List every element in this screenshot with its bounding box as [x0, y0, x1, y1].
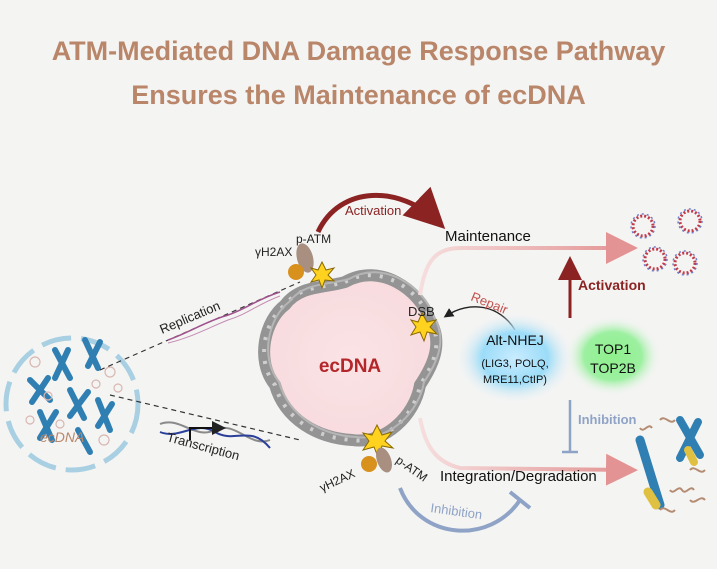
inhibition-arc-bottom: [398, 487, 522, 533]
title-line-2: Ensures the Maintenance of ecDNA: [131, 80, 586, 110]
dsb-burst-icon: [409, 311, 439, 343]
integration-arrow: [418, 417, 638, 486]
integration-label: Integration/Degradation: [440, 468, 597, 485]
damage-burst-icon: [309, 260, 336, 290]
maintenance-arrow: [418, 232, 638, 296]
alt-nhej-label: Alt-NHEJ: [486, 332, 544, 348]
maintenance-label: Maintenance: [445, 228, 531, 245]
p-atm-top-label: p-ATM: [296, 232, 331, 246]
cell-nucleus: ecDNA: [3, 335, 141, 473]
gamma-h2ax-protein-icon-bottom: [361, 456, 377, 472]
chromosome-icon: [27, 337, 115, 455]
integrated-chromosome-icon: [635, 416, 704, 510]
p-atm-protein-icon: [296, 243, 314, 273]
transcription-connector: [109, 394, 301, 441]
transcription-label: Transcription: [165, 429, 241, 463]
top-atm-complex: [288, 243, 336, 290]
maintained-ecdna-icon: [631, 209, 702, 275]
inhibition-bottom-label: Inhibition: [430, 500, 484, 522]
alt-nhej-factors-2: MRE11,CtIP): [483, 374, 547, 386]
replication-dna-icon: [167, 291, 281, 344]
cell-ecdna-label: ecDNA: [40, 429, 84, 445]
degraded-dna-icon: [639, 417, 706, 513]
gamma-h2ax-top-label: γH2AX: [255, 245, 292, 259]
dsb-label: DSB: [408, 304, 435, 319]
transcription-dna-icon: [159, 421, 271, 449]
activation-top-label: Activation: [345, 203, 401, 218]
gamma-h2ax-protein-icon: [288, 264, 304, 280]
activation-arrow-top: [315, 186, 446, 234]
activation-right-label: Activation: [578, 277, 646, 293]
alt-nhej-factors-1: (LIG3, POLQ,: [481, 358, 548, 370]
ecdna-center-label: ecDNA: [319, 356, 382, 377]
p-atm-bottom-label: p-ATM: [393, 453, 430, 485]
top1-label: TOP1: [595, 341, 632, 357]
title-line-1: ATM-Mediated DNA Damage Response Pathway: [51, 36, 666, 66]
ecdna-circles-icon: [25, 356, 123, 446]
alt-nhej-glow: [455, 312, 575, 404]
inhibition-right-label: Inhibition: [578, 412, 637, 427]
damage-burst-icon-bottom: [361, 423, 395, 459]
top2b-label: TOP2B: [590, 360, 636, 376]
top-glow: [565, 316, 661, 396]
bottom-atm-complex: [361, 423, 395, 473]
p-atm-protein-icon-bottom: [376, 447, 392, 473]
gamma-h2ax-bottom-label: γH2AX: [317, 466, 357, 494]
ecdna-ring: [258, 269, 443, 447]
